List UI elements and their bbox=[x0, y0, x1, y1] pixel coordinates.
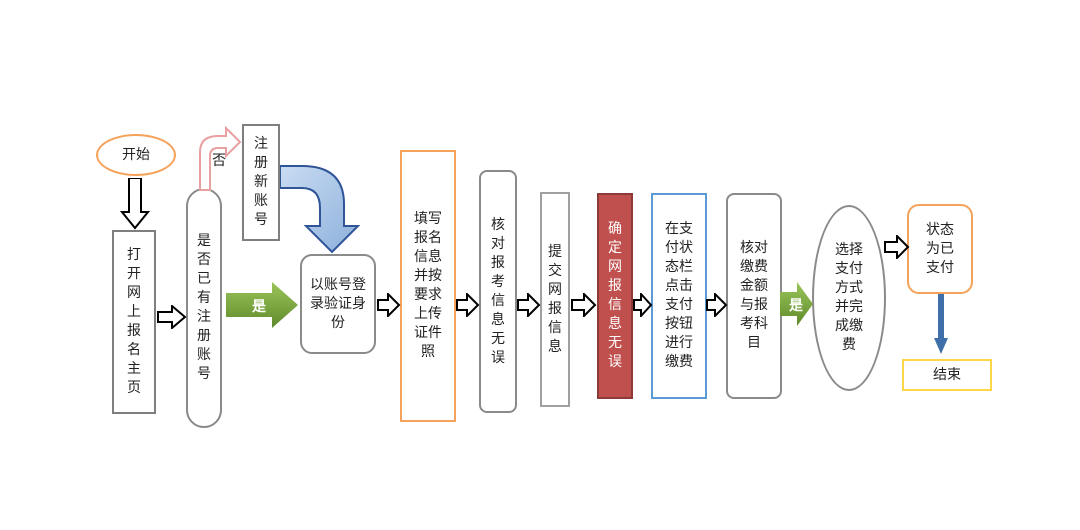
fill-info-node: 填写报名信息并按要求上传证件照 bbox=[400, 150, 456, 422]
pay-click-node: 在支付状态栏点击支付按钮进行缴费 bbox=[651, 193, 707, 399]
fill-info-label: 填写报名信息并按要求上传证件照 bbox=[414, 211, 442, 360]
arrow-submit-to-confirm bbox=[571, 293, 597, 317]
verify-fee-node: 核对缴费金额与报考科目 bbox=[726, 193, 782, 399]
arrow-fill-to-check bbox=[456, 293, 480, 317]
verify-fee-label: 核对缴费金额与报考科目 bbox=[740, 240, 768, 351]
confirm-label: 确定网报信息无误 bbox=[608, 221, 622, 370]
arrow-open-to-decision bbox=[157, 305, 187, 329]
open-homepage-label: 打开网上报名主页 bbox=[127, 247, 141, 396]
label-yes-login: 是 bbox=[252, 299, 266, 315]
arrow-confirm-to-pay bbox=[633, 293, 653, 317]
login-label: 以账号登录验证身份 bbox=[310, 276, 366, 331]
label-yes-pay: 是 bbox=[789, 298, 803, 314]
login-node: 以账号登录验证身份 bbox=[300, 254, 376, 354]
arrow-login-to-fill bbox=[377, 293, 401, 317]
start-label: 开始 bbox=[122, 146, 150, 163]
arrow-status-to-end bbox=[934, 294, 948, 354]
label-no: 否 bbox=[212, 153, 226, 169]
open-homepage-node: 打开网上报名主页 bbox=[112, 230, 156, 414]
register-label: 注册新账号 bbox=[254, 136, 268, 228]
arrow-yes-to-login bbox=[226, 282, 298, 328]
register-node: 注册新账号 bbox=[242, 124, 280, 241]
arrow-pay-to-verify bbox=[706, 293, 728, 317]
arrow-choose-to-status bbox=[884, 235, 910, 259]
pay-click-label: 在支付状态栏点击支付按钮进行缴费 bbox=[665, 221, 693, 370]
check-info-label: 核对报考信息无误 bbox=[491, 216, 505, 366]
has-account-label: 是否已有注册账号 bbox=[197, 233, 211, 382]
confirm-node: 确定网报信息无误 bbox=[597, 193, 633, 399]
choose-pay-label: 选择支付方式并完成缴费 bbox=[835, 242, 863, 353]
start-node: 开始 bbox=[96, 134, 176, 176]
arrow-no-to-register bbox=[199, 126, 242, 191]
arrow-register-to-login bbox=[280, 165, 361, 254]
status-label: 状态为已支付 bbox=[926, 221, 954, 276]
choose-pay-node: 选择支付方式并完成缴费 bbox=[812, 205, 886, 391]
end-node: 结束 bbox=[902, 359, 992, 391]
arrow-yes-to-choose-pay bbox=[780, 282, 813, 326]
check-info-node: 核对报考信息无误 bbox=[479, 170, 517, 413]
submit-node: 提交网报信息 bbox=[540, 192, 570, 407]
end-label: 结束 bbox=[933, 366, 961, 383]
arrow-check-to-submit bbox=[517, 293, 541, 317]
status-node: 状态为已支付 bbox=[907, 204, 973, 294]
submit-label: 提交网报信息 bbox=[548, 243, 562, 355]
has-account-node: 是否已有注册账号 bbox=[186, 188, 222, 428]
arrow-start-to-open bbox=[120, 178, 150, 230]
